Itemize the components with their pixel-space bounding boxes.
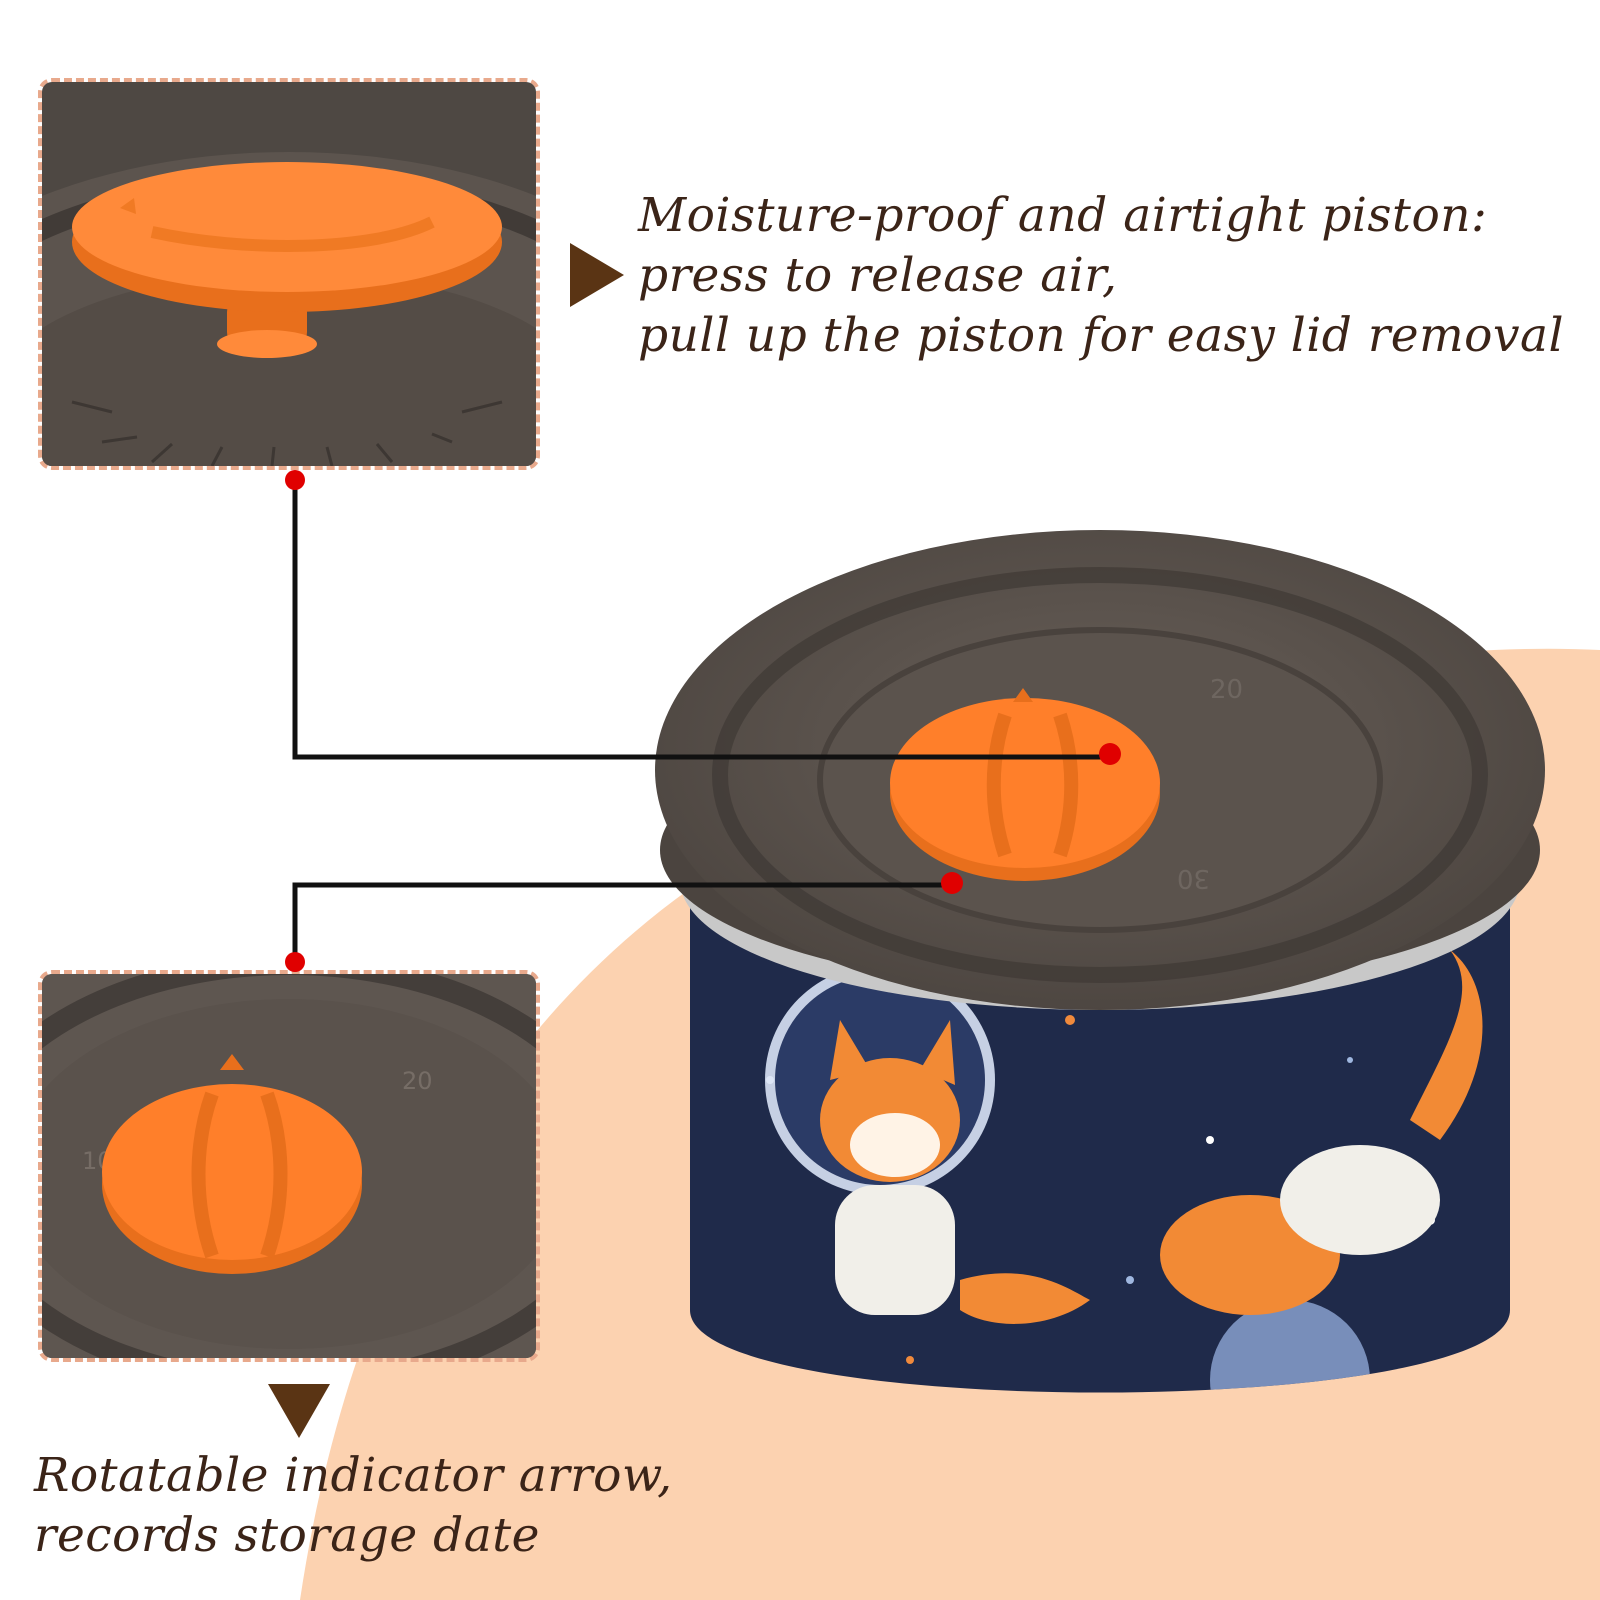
- piston-caption-line-3: pull up the piston for easy lid removal: [638, 308, 1565, 363]
- piston-closeup-image: [42, 82, 536, 466]
- triangle-right-icon: [570, 243, 624, 307]
- triangle-down-icon: [268, 1384, 330, 1438]
- piston-closeup-inset: [38, 78, 540, 470]
- piston-caption: Moisture-proof and airtight piston: pres…: [638, 186, 1588, 366]
- piston-caption-line-1: Moisture-proof and airtight piston:: [638, 188, 1488, 243]
- indicator-caption: Rotatable indicator arrow, records stora…: [34, 1446, 754, 1566]
- food-container-image: 20 30: [655, 530, 1545, 1393]
- piston-caption-line-2: press to release air,: [638, 248, 1118, 303]
- indicator-caption-line-2: records storage date: [34, 1508, 540, 1563]
- indicator-marking-20: 20: [402, 1067, 433, 1095]
- indicator-caption-line-1: Rotatable indicator arrow,: [34, 1448, 673, 1503]
- lid-marking-30: 30: [1177, 863, 1210, 893]
- lid-marking-20: 20: [1210, 675, 1243, 705]
- indicator-closeup-image: 20 10: [42, 974, 536, 1358]
- indicator-closeup-inset: 20 10: [38, 970, 540, 1362]
